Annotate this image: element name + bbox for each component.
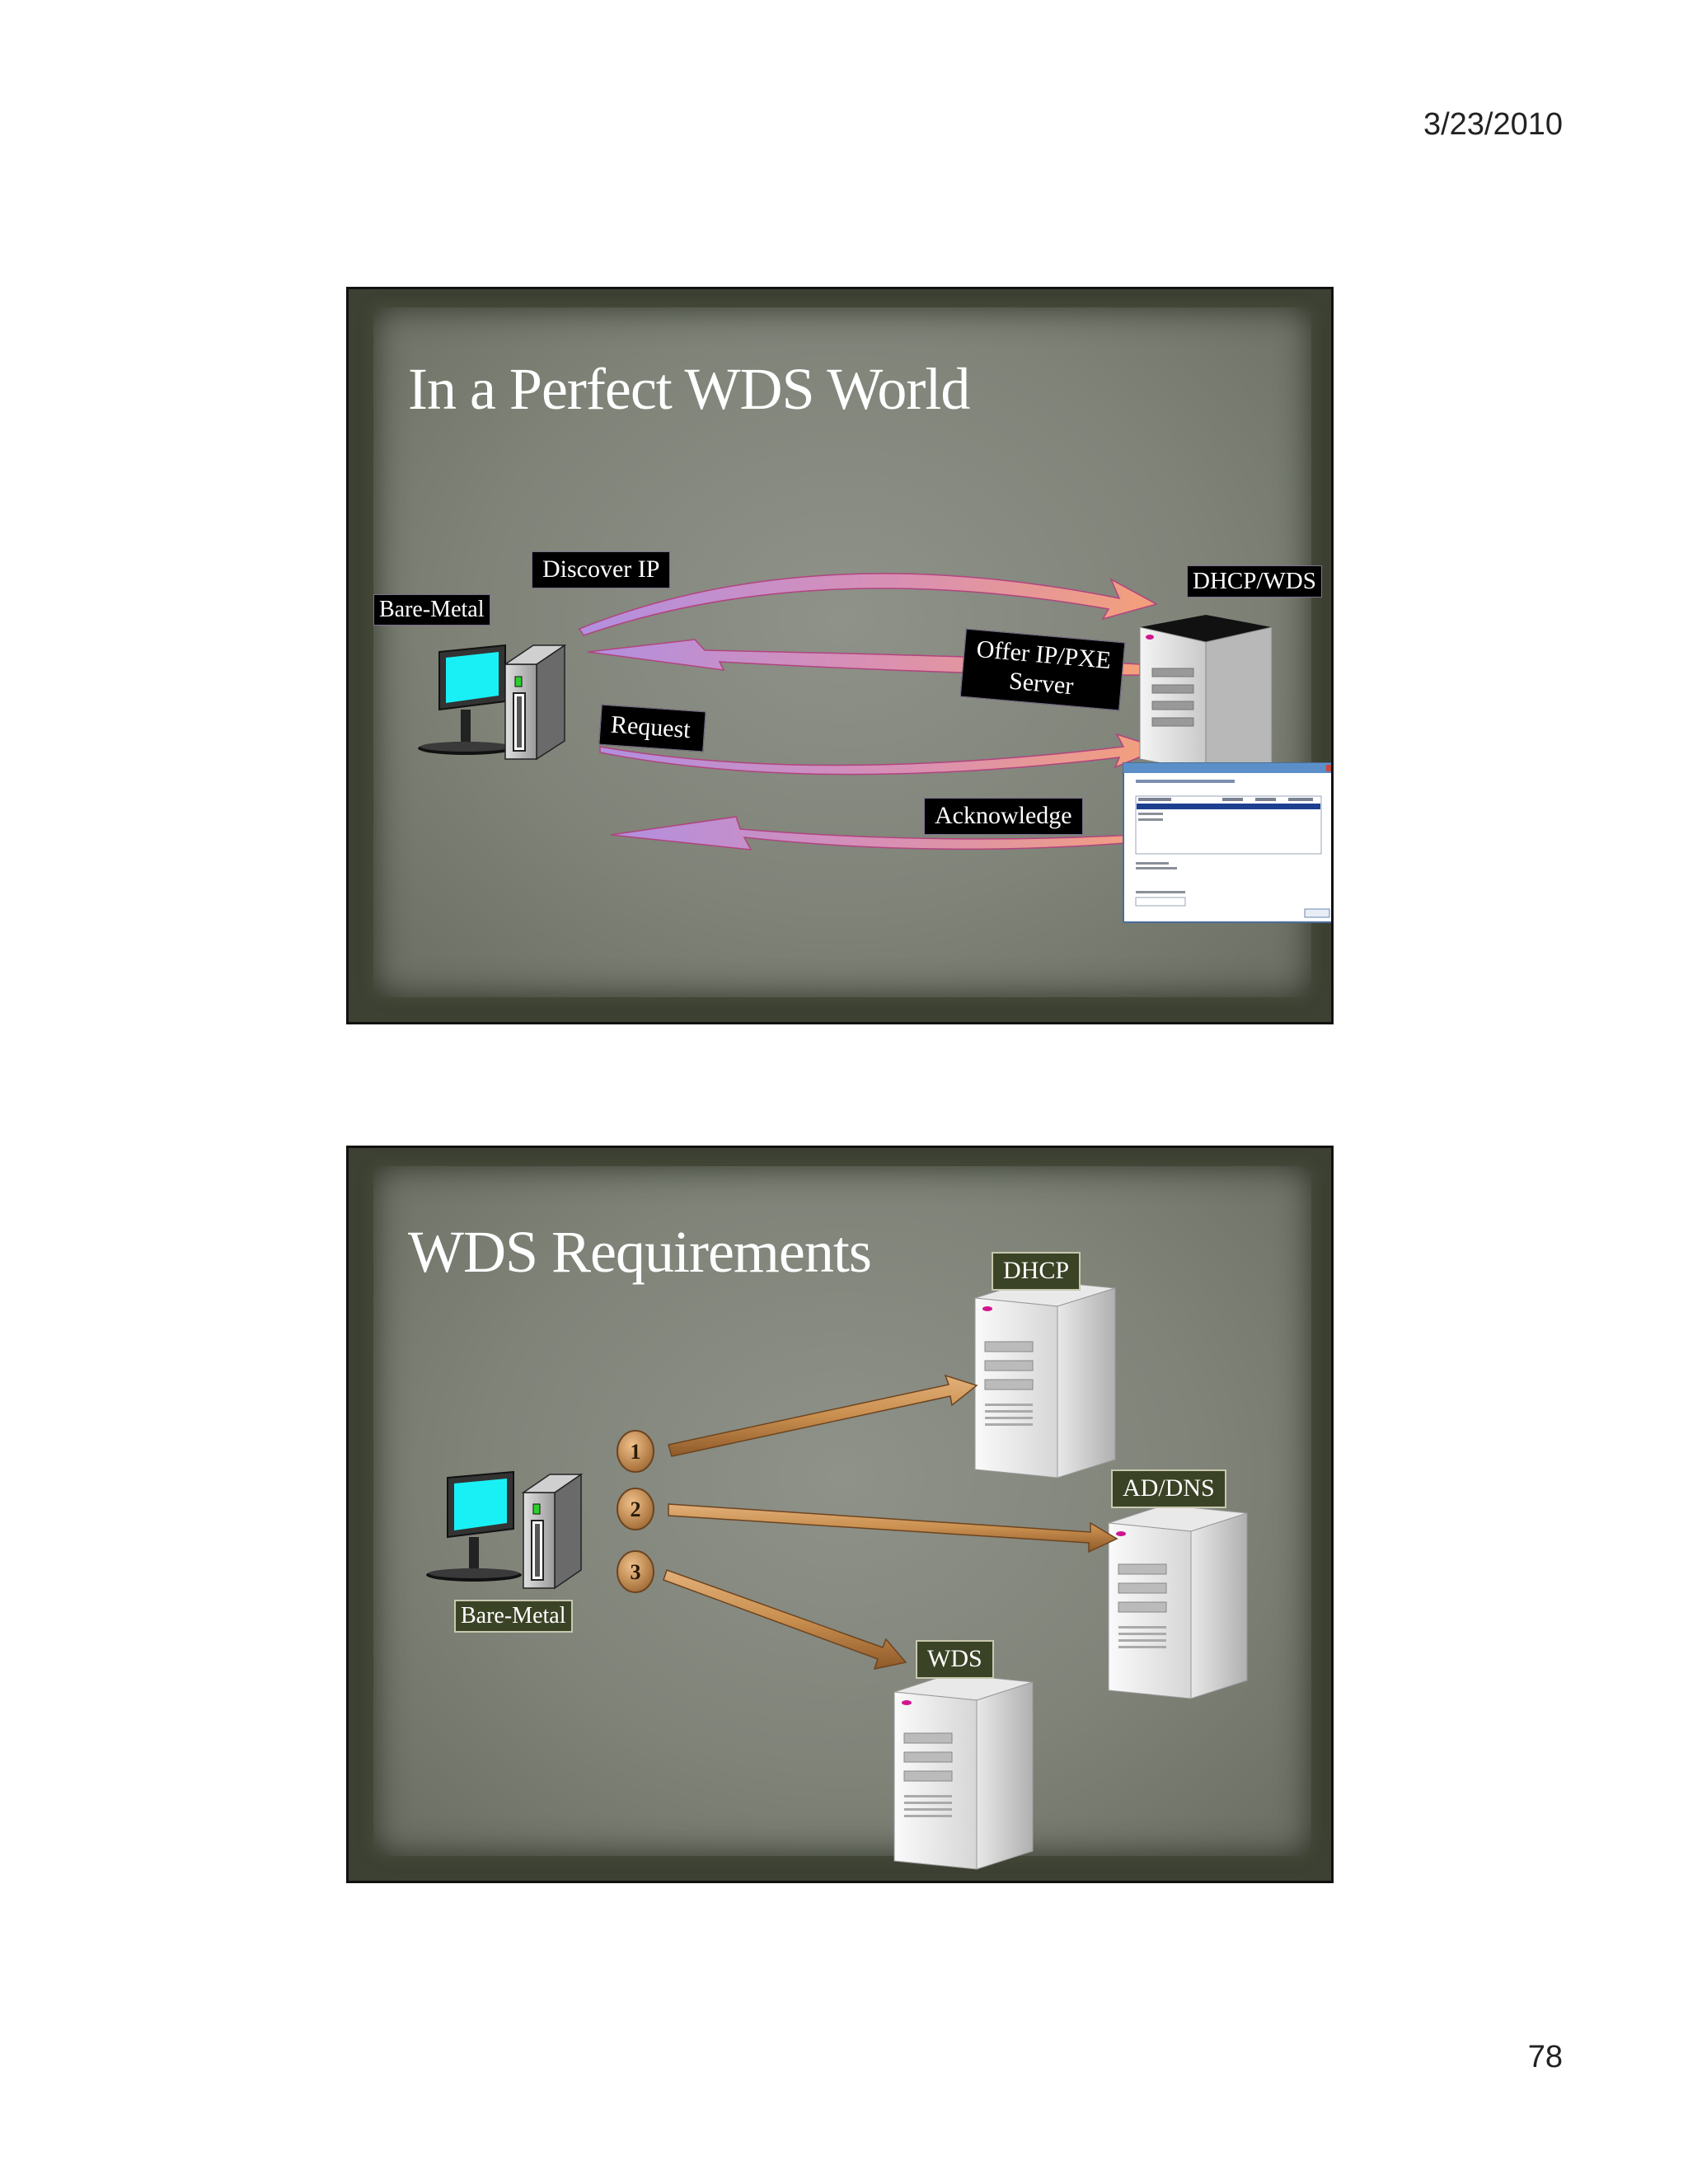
page-number: 78 (1527, 2040, 1563, 2074)
slide1-diagram (418, 573, 1331, 923)
arrow-step-3 (663, 1569, 907, 1671)
slide-title: In a Perfect WDS World (408, 356, 970, 422)
server-dhcp-wds (1139, 615, 1273, 772)
step-3-badge: 3 (617, 1550, 654, 1593)
arrow-step-1 (668, 1374, 978, 1457)
server-dhcp (974, 1279, 1116, 1479)
step-1-badge: 1 (617, 1430, 654, 1473)
step-2-number: 2 (631, 1497, 641, 1521)
label-dhcp: DHCP (992, 1252, 1081, 1291)
label-bare-metal: Bare-Metal (454, 1600, 573, 1633)
label-offer-ip-pxe: Offer IP/PXE Server (959, 628, 1125, 711)
slide-wds-requirements: WDS Requirements (346, 1146, 1334, 1883)
server-wds (893, 1673, 1034, 1870)
label-dhcp-wds: DHCP/WDS (1187, 565, 1322, 598)
arrow-discover (578, 573, 1158, 636)
slide-perfect-wds-world: In a Perfect WDS World (346, 287, 1334, 1024)
label-ad-dns: AD/DNS (1111, 1469, 1226, 1508)
label-request: Request (598, 704, 706, 752)
client-computer (418, 644, 567, 761)
server-ad-dns (1108, 1504, 1248, 1699)
client-computer (426, 1470, 584, 1590)
label-acknowledge: Acknowledge (924, 798, 1083, 835)
arrow-step-2 (668, 1503, 1118, 1554)
step-2-badge: 2 (617, 1488, 654, 1530)
arrow-acknowledge (610, 816, 1165, 851)
label-wds: WDS (916, 1640, 994, 1679)
page-date: 3/23/2010 (1423, 107, 1563, 142)
install-windows-screenshot (1123, 762, 1331, 923)
label-bare-metal: Bare-Metal (373, 594, 490, 626)
label-discover-ip: Discover IP (532, 551, 671, 588)
arrow-request (599, 733, 1163, 776)
step-3-number: 3 (631, 1560, 641, 1584)
slide2-diagram: 1 2 3 (426, 1279, 1248, 1870)
step-1-number: 1 (631, 1440, 641, 1464)
slide-title: WDS Requirements (408, 1219, 872, 1285)
